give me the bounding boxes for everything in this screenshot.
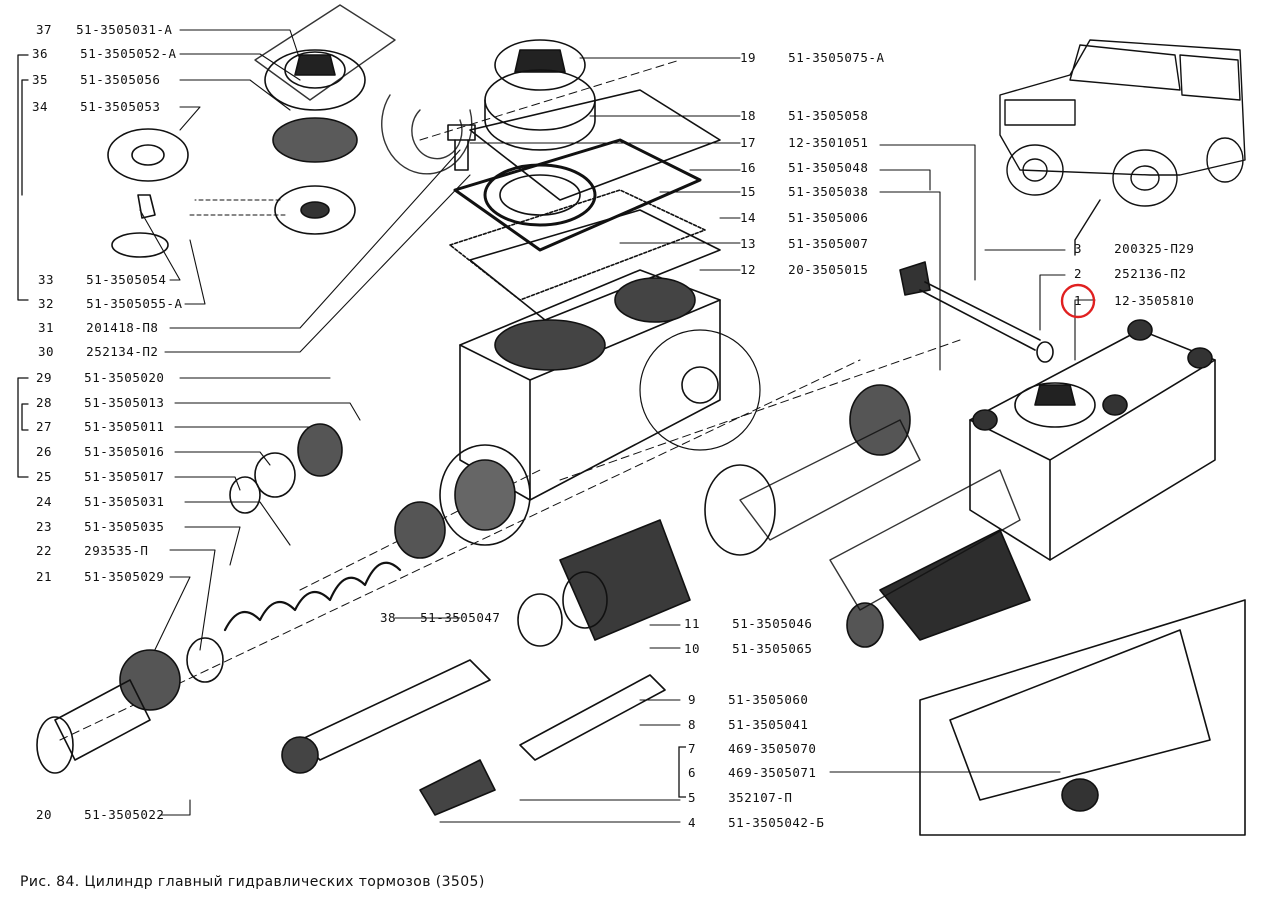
label-31: 31 201418-П8 <box>38 320 159 335</box>
label-36: 36 51-3505052-А <box>32 46 177 61</box>
label-27: 27 51-3505011 <box>36 419 165 434</box>
label-25: 25 51-3505017 <box>36 469 165 484</box>
reservoir-cover-assembly <box>449 39 721 321</box>
label-30: 30 252134-П2 <box>38 344 159 359</box>
label-38: 38 51-3505047 <box>380 610 501 625</box>
piston-parts <box>36 423 446 774</box>
label-19: 19 51-3505075-А <box>740 50 885 65</box>
label-29: 29 51-3505020 <box>36 370 165 385</box>
label-10: 10 51-3505065 <box>684 641 813 656</box>
label-16: 16 51-3505048 <box>740 160 869 175</box>
cylinder-assembled-right <box>846 319 1246 836</box>
label-33: 33 51-3505054 <box>38 272 167 287</box>
label-14: 14 51-3505006 <box>740 210 869 225</box>
label-13: 13 51-3505007 <box>740 236 869 251</box>
label-18: 18 51-3505058 <box>740 108 869 123</box>
label-28: 28 51-3505013 <box>36 395 165 410</box>
bracket-36-32 <box>17 54 29 301</box>
label-1: 1 12-3505810 <box>1074 293 1195 308</box>
label-32: 32 51-3505055-А <box>38 296 183 311</box>
bolt-3-washer-2 <box>899 261 1054 363</box>
label-7: 7 469-3505070 <box>688 741 817 756</box>
label-9: 9 51-3505060 <box>688 692 809 707</box>
label-26: 26 51-3505016 <box>36 444 165 459</box>
bracket-29-25 <box>17 377 29 478</box>
label-4: 4 51-3505042-Б <box>688 815 825 830</box>
label-3: 3 200325-П29 <box>1074 241 1195 256</box>
label-17: 17 12-3501051 <box>740 135 869 150</box>
label-6: 6 469-3505071 <box>688 765 817 780</box>
reservoir-cap-parts <box>107 49 366 258</box>
label-12: 12 20-3505015 <box>740 262 869 277</box>
highlight-circle <box>1060 283 1096 319</box>
label-20: 20 51-3505022 <box>36 807 165 822</box>
figure-caption: Рис. 84. Цилиндр главный гидравлических … <box>20 874 485 890</box>
label-5: 5 352107-П <box>688 790 793 805</box>
label-34: 34 51-3505053 <box>32 99 161 114</box>
watermark-stencil <box>254 4 1021 611</box>
label-2: 2 252136-П2 <box>1074 266 1187 281</box>
leader-lines <box>139 29 1096 823</box>
label-21: 21 51-3505029 <box>36 569 165 584</box>
label-24: 24 51-3505031 <box>36 494 165 509</box>
label-8: 8 51-3505041 <box>688 717 809 732</box>
label-22: 22 293535-П <box>36 543 149 558</box>
cylinder-body-left <box>439 269 761 546</box>
label-15: 15 51-3505038 <box>740 184 869 199</box>
label-35: 35 51-3505056 <box>32 72 161 87</box>
bolt-31 <box>447 124 476 171</box>
label-11: 11 51-3505046 <box>684 616 813 631</box>
label-23: 23 51-3505035 <box>36 519 165 534</box>
vehicle-sketch <box>999 39 1246 256</box>
label-37: 37 51-3505031-А <box>36 22 173 37</box>
